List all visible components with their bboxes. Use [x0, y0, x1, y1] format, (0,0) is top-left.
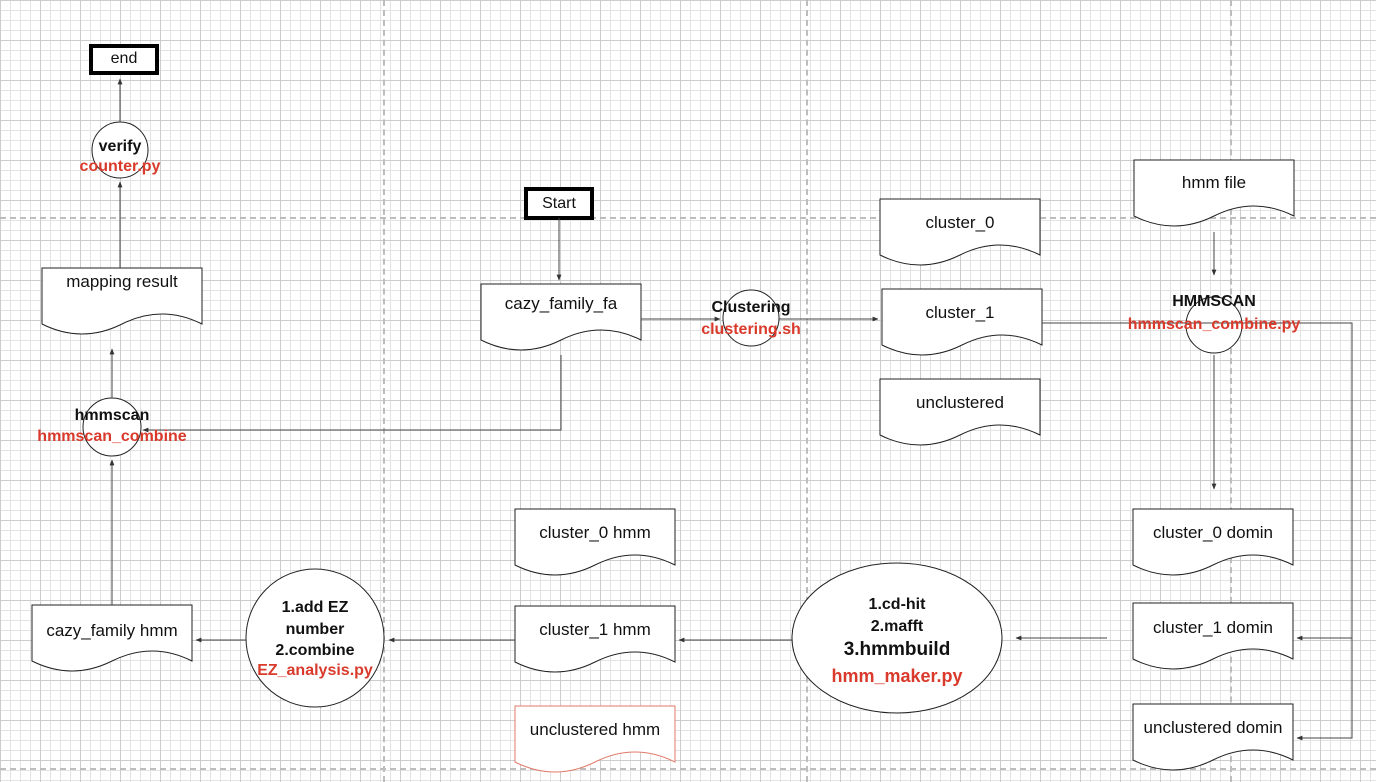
cazy-family-hmm-label: cazy_family hmm: [46, 621, 178, 640]
unclustered-label: unclustered: [916, 393, 1004, 412]
mapping-result-label: mapping result: [66, 272, 178, 291]
cluster-0-hmm-label: cluster_0 hmm: [539, 523, 651, 542]
unclustered-doc: [879, 378, 1041, 446]
ez-step1a: 1.add EZ: [281, 599, 349, 616]
cluster-1-hmm-label: cluster_1 hmm: [539, 620, 651, 639]
end-terminator: [89, 44, 159, 75]
hmm-maker-step1: 1.cd-hit: [868, 596, 926, 613]
start-label: Start: [542, 195, 576, 212]
page-break-line: [0, 768, 1376, 770]
page-break-line: [0, 217, 1376, 219]
unclustered-hmm-label: unclustered hmm: [529, 720, 661, 739]
hmmscan-upper-process-circle: [1185, 296, 1243, 354]
cluster-0-hmm-doc: [514, 508, 676, 576]
hmmscan-title: hmmscan: [74, 407, 150, 424]
fa-to-hmmscan-arrow: [142, 355, 562, 433]
cluster-1-doc: [881, 288, 1043, 356]
unclustered-domin-doc: [1132, 703, 1294, 771]
cluster-1-domin-doc: [1132, 602, 1294, 670]
hmm-maker-step3: 3.hmmbuild: [843, 639, 951, 660]
ez-analysis-process-circle: [245, 568, 385, 708]
hmmscan-script: hmmscan_combine: [37, 428, 187, 445]
cluster-0-domin-doc: [1132, 508, 1294, 576]
hmmscan-upper-script: hmmscan_combine.py: [1127, 316, 1301, 333]
verify-title: verify: [98, 138, 142, 155]
end-label: end: [110, 50, 138, 67]
page-break-line: [383, 0, 385, 782]
page-break-line: [1230, 0, 1232, 782]
cluster-0-label: cluster_0: [925, 213, 995, 232]
clustering-process-circle: [722, 289, 780, 347]
cluster-1-hmm-doc: [514, 605, 676, 673]
clustering-title: Clustering: [711, 299, 791, 316]
to-unclustered-domin-arrow: [1296, 638, 1353, 741]
hmm-file-doc: [1133, 159, 1295, 227]
cazy-family-fa-doc: [480, 283, 642, 351]
cluster-1-domin-label: cluster_1 domin: [1152, 618, 1273, 637]
ez-step1b: number: [285, 621, 345, 638]
mapping-result-doc: [41, 267, 203, 335]
ez-script: EZ_analysis.py: [257, 662, 373, 679]
clustering-script: clustering.sh: [701, 321, 801, 338]
hmm-maker-step2: 2.mafft: [870, 618, 924, 635]
unclustered-domin-label: unclustered domin: [1143, 718, 1283, 737]
hmm-maker-script: hmm_maker.py: [831, 666, 963, 686]
cazy-family-fa-label: cazy_family_fa: [504, 294, 618, 313]
hmm-file-label: hmm file: [1181, 173, 1247, 192]
unclustered-hmm-doc: [514, 705, 676, 773]
page-break-line: [806, 0, 808, 782]
cluster-0-domin-label: cluster_0 domin: [1152, 523, 1273, 542]
cluster-0-doc: [879, 198, 1041, 266]
cluster1-to-domin-arrow: [1042, 322, 1353, 641]
verify-script: counter.py: [79, 158, 161, 175]
cazy-family-hmm-doc: [31, 604, 193, 672]
hmmscan-upper-title: HMMSCAN: [1172, 293, 1256, 310]
cluster-1-label: cluster_1: [925, 303, 995, 322]
ez-step2: 2.combine: [275, 642, 355, 659]
hmm-maker-process-ellipse: [791, 562, 1003, 714]
